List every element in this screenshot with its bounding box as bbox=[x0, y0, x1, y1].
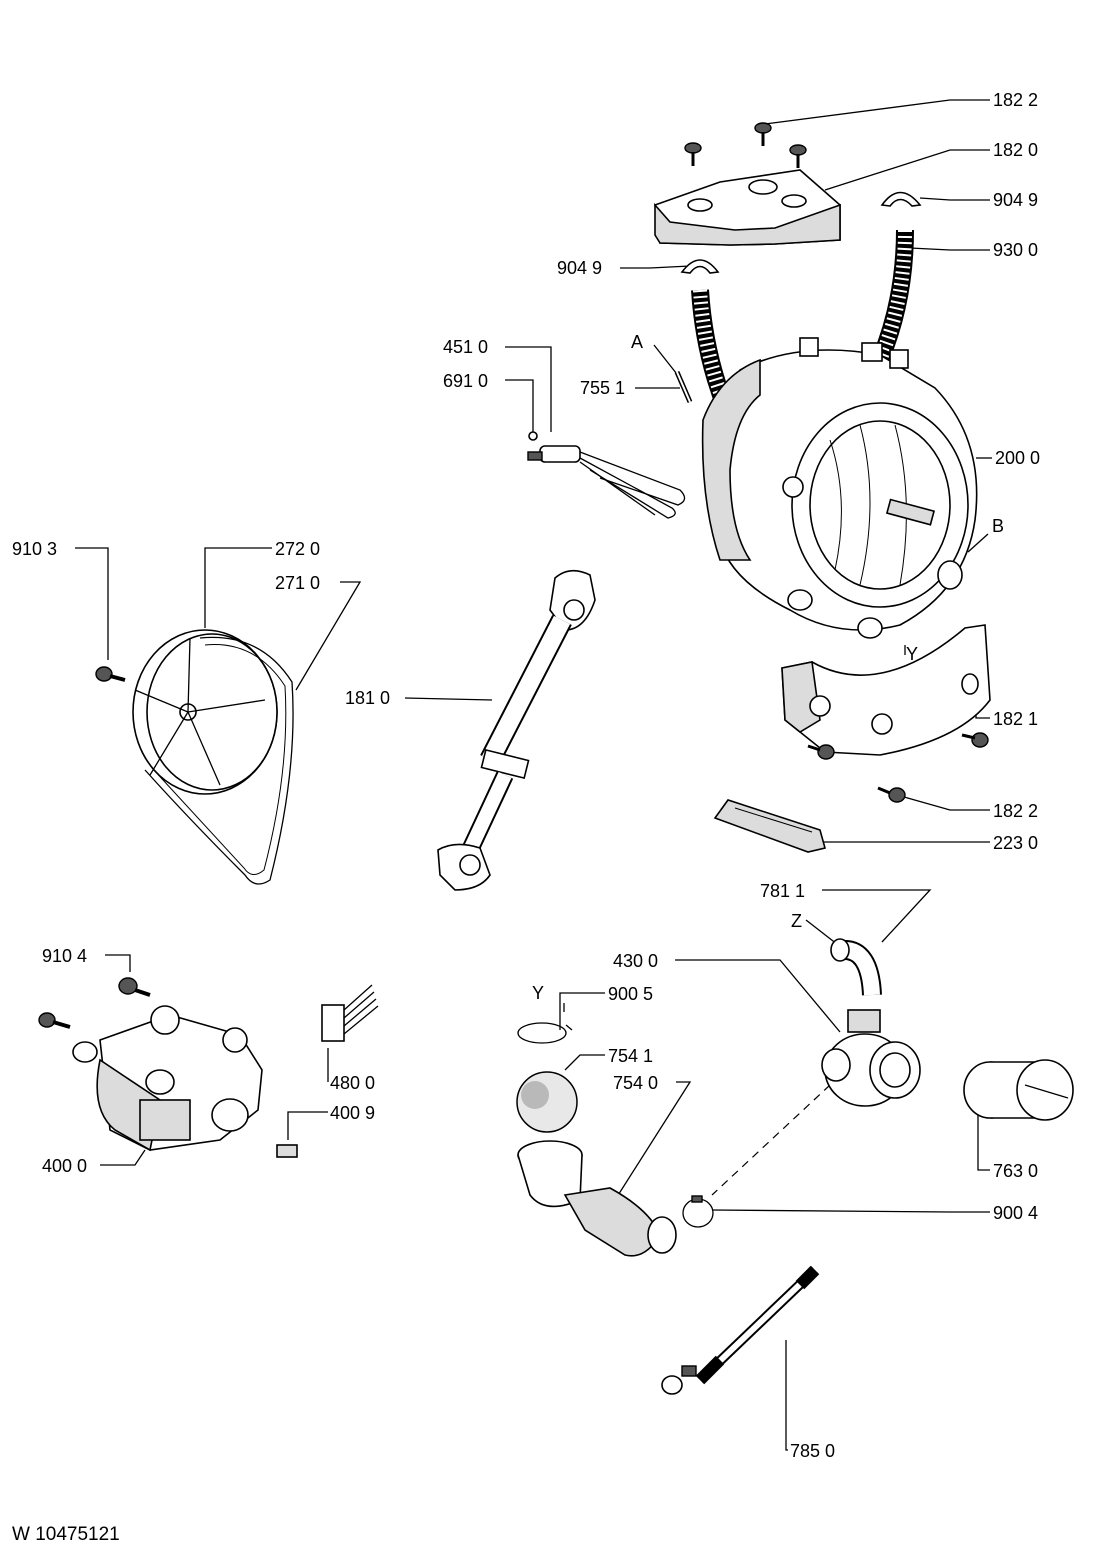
filter-7630 bbox=[963, 1059, 1074, 1121]
callout-a: A bbox=[631, 332, 644, 352]
callout-9005: 900 5 bbox=[608, 984, 654, 1004]
ball-7541 bbox=[516, 1071, 578, 1133]
callout-z: Z bbox=[791, 911, 802, 931]
callout-4300: 430 0 bbox=[613, 951, 659, 971]
callout-1810: 181 0 bbox=[345, 688, 391, 708]
callout-9104: 910 4 bbox=[42, 946, 88, 966]
callout-7811: 781 1 bbox=[760, 881, 806, 901]
drum-lifter bbox=[713, 799, 826, 853]
callout-4000: 400 0 bbox=[42, 1156, 88, 1176]
drain-pump-4300 bbox=[821, 1009, 921, 1107]
elbow-hose-7811 bbox=[830, 938, 882, 996]
clamp-9004 bbox=[682, 1195, 714, 1228]
callout-7850: 785 0 bbox=[790, 1441, 836, 1461]
callout-4510: 451 0 bbox=[443, 337, 489, 357]
callout-1822-bottom: 182 2 bbox=[993, 801, 1039, 821]
callout-9049-left: 904 9 bbox=[557, 258, 603, 278]
screw-1822-bottom-group bbox=[807, 732, 989, 803]
callout-b: B bbox=[992, 516, 1005, 536]
callout-1822-top: 182 2 bbox=[993, 90, 1039, 110]
leader-lines bbox=[75, 99, 992, 1451]
clamp-9049-right bbox=[880, 191, 922, 207]
callout-9049-right: 904 9 bbox=[993, 190, 1039, 210]
callout-1820: 182 0 bbox=[993, 140, 1039, 160]
motor bbox=[72, 1005, 263, 1152]
screw-1822-top-group bbox=[684, 122, 807, 168]
callout-2720: 272 0 bbox=[275, 539, 321, 559]
wiring-connector bbox=[321, 984, 379, 1042]
callout-y-ring: Y bbox=[532, 983, 545, 1003]
callout-9103: 910 3 bbox=[12, 539, 58, 559]
drive-belt bbox=[144, 636, 294, 885]
callout-7551: 755 1 bbox=[580, 378, 626, 398]
counterweight-bottom bbox=[781, 624, 991, 756]
heater-element bbox=[527, 431, 686, 519]
pin-7551 bbox=[674, 371, 693, 403]
shock-absorber bbox=[437, 569, 596, 891]
drain-hose-7850 bbox=[661, 1265, 820, 1395]
drum-pulley bbox=[132, 629, 278, 795]
callout-7540: 754 0 bbox=[613, 1073, 659, 1093]
callout-y-tub: Y bbox=[906, 644, 919, 664]
callout-7630: 763 0 bbox=[993, 1161, 1039, 1181]
sump-hose-7540 bbox=[517, 1140, 677, 1257]
small-plug bbox=[276, 1144, 298, 1158]
callout-1821: 182 1 bbox=[993, 709, 1039, 729]
callout-6910: 691 0 bbox=[443, 371, 489, 391]
clamp-9049-left bbox=[680, 259, 720, 274]
callout-2710: 271 0 bbox=[275, 573, 321, 593]
callout-2000: 200 0 bbox=[995, 448, 1041, 468]
callout-9300: 930 0 bbox=[993, 240, 1039, 260]
callout-4800: 480 0 bbox=[330, 1073, 376, 1093]
tub-assembly bbox=[701, 337, 978, 639]
counterweight-top bbox=[654, 169, 841, 246]
screw-9103 bbox=[95, 666, 126, 682]
callout-4009: 400 9 bbox=[330, 1103, 376, 1123]
callout-2230: 223 0 bbox=[993, 833, 1039, 853]
callout-9004: 900 4 bbox=[993, 1203, 1039, 1223]
screw-9104 bbox=[38, 977, 151, 1029]
seal-ring-9005 bbox=[517, 1022, 573, 1044]
document-id: W 10475121 bbox=[12, 1524, 120, 1545]
callout-7541: 754 1 bbox=[608, 1046, 654, 1066]
